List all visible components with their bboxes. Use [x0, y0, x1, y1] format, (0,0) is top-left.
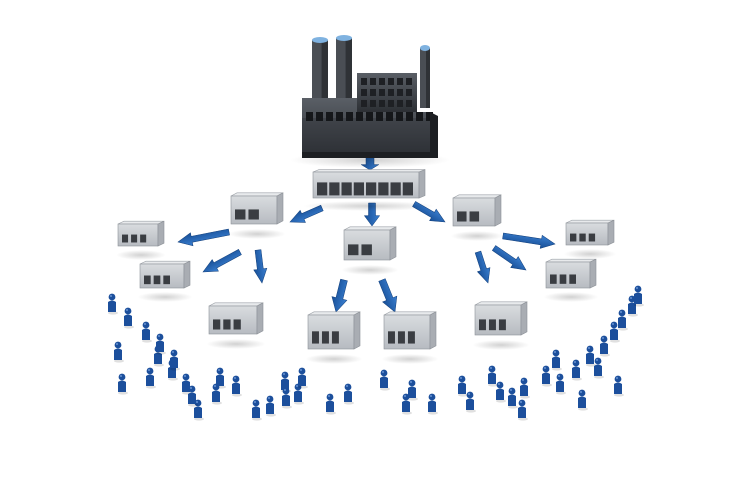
person-icon	[552, 349, 562, 371]
arrow-icon	[177, 228, 230, 247]
person-icon	[520, 377, 530, 399]
person-icon	[518, 399, 528, 421]
person-icon	[380, 369, 390, 391]
store-icon	[381, 311, 439, 364]
store-icon	[563, 219, 617, 259]
person-icon	[142, 321, 152, 343]
arrow-icon	[202, 249, 242, 273]
person-icon	[344, 383, 354, 405]
person-icon	[428, 393, 438, 415]
store-icon	[116, 220, 166, 260]
person-icon	[146, 367, 156, 389]
arrow-icon	[378, 278, 398, 313]
person-icon	[628, 295, 638, 317]
arrow-icon	[502, 232, 556, 249]
person-icon	[188, 385, 198, 407]
person-icon	[170, 349, 180, 371]
person-icon	[294, 383, 304, 405]
person-icon	[124, 307, 134, 329]
person-icon	[614, 375, 624, 397]
person-icon	[266, 395, 276, 417]
warehouse-icon	[303, 169, 435, 211]
flow-arrows	[177, 157, 556, 313]
warehouse-icon	[341, 226, 399, 275]
person-icon	[610, 321, 620, 343]
person-icon	[618, 309, 628, 331]
person-icon	[402, 393, 412, 415]
buildings	[116, 35, 617, 364]
person-icon	[232, 375, 242, 397]
person-icon	[458, 375, 468, 397]
person-icon	[108, 293, 118, 315]
warehouse-icon	[228, 192, 286, 239]
person-icon	[556, 373, 566, 395]
factory-icon	[290, 35, 450, 168]
arrow-icon	[491, 245, 527, 271]
store-icon	[472, 301, 530, 350]
person-icon	[488, 365, 498, 387]
person-icon	[156, 333, 166, 355]
arrow-icon	[331, 278, 348, 313]
person-icon	[586, 345, 596, 367]
person-icon	[600, 335, 610, 357]
store-icon	[305, 311, 363, 364]
person-icon	[572, 359, 582, 381]
person-icon	[282, 387, 292, 409]
store-icon	[543, 258, 599, 302]
person-icon	[508, 387, 518, 409]
customers	[108, 285, 644, 421]
arrow-icon	[474, 250, 491, 284]
store-icon	[206, 302, 266, 349]
person-icon	[252, 399, 262, 421]
person-icon	[114, 341, 124, 363]
person-icon	[466, 391, 476, 413]
person-icon	[542, 365, 552, 387]
person-icon	[298, 367, 308, 389]
person-icon	[578, 389, 588, 411]
person-icon	[194, 399, 204, 421]
person-icon	[212, 383, 222, 405]
person-icon	[594, 357, 604, 379]
person-icon	[326, 393, 336, 415]
store-icon	[137, 260, 193, 302]
person-icon	[408, 379, 418, 401]
person-icon	[496, 381, 506, 403]
person-icon	[634, 285, 644, 307]
arrow-icon	[253, 249, 268, 284]
person-icon	[118, 373, 128, 395]
warehouse-icon	[450, 194, 504, 241]
